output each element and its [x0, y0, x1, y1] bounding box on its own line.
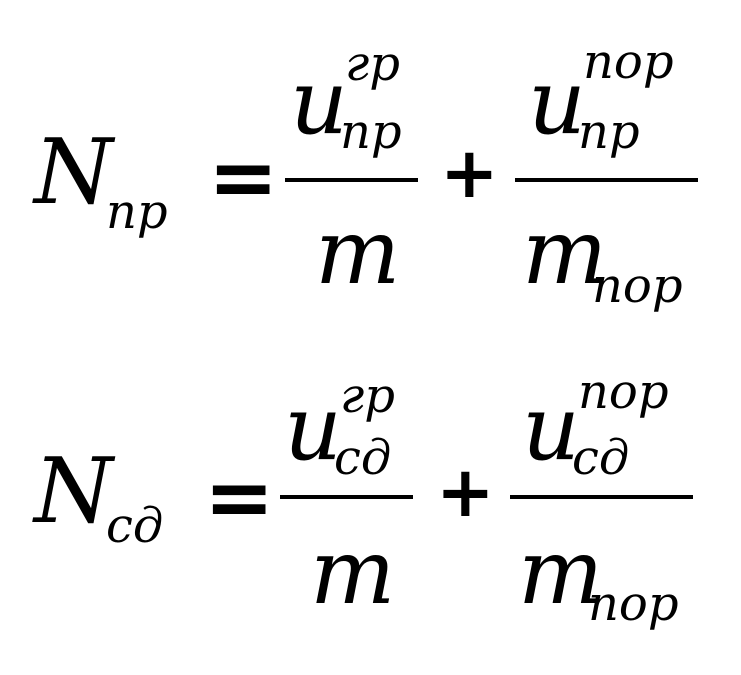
equals-sign: =: [204, 448, 275, 546]
lhs-subscript: пр: [106, 184, 168, 240]
lhs-subscript: сд: [106, 498, 164, 554]
term2-fraction-bar: [510, 495, 693, 499]
term1-numerator-superscript: гр: [345, 36, 400, 92]
term1-numerator-superscript: гр: [340, 368, 395, 424]
term2-denominator-base: m: [522, 200, 608, 305]
term2-numerator-base: u: [522, 376, 580, 481]
term2-numerator-superscript: пор: [583, 34, 674, 90]
lhs-base: N: [34, 120, 113, 225]
term2-denominator-base: m: [518, 520, 604, 625]
term2-denominator-subscript: пор: [592, 258, 683, 314]
term2-fraction-bar: [515, 178, 698, 182]
term2-numerator-base: u: [528, 50, 586, 155]
equals-sign: =: [208, 128, 279, 226]
term1-fraction-bar: [285, 178, 418, 182]
term1-denominator: m: [315, 200, 401, 305]
formula-n-sd: N сд = u гр сд m + u пор сд m пор: [0, 322, 741, 652]
term1-numerator-base: u: [290, 50, 348, 155]
term1-denominator: m: [310, 520, 396, 625]
term1-numerator-subscript: пр: [340, 104, 402, 160]
term2-numerator-subscript: сд: [572, 430, 630, 486]
lhs-base: N: [34, 439, 113, 544]
term1-numerator-subscript: сд: [334, 430, 392, 486]
plus-sign: +: [436, 451, 495, 533]
plus-sign: +: [440, 132, 499, 214]
term1-fraction-bar: [280, 495, 413, 499]
term2-numerator-superscript: пор: [578, 364, 669, 420]
term1-numerator-base: u: [284, 376, 342, 481]
formula-n-pr: N пр = u гр пр m + u пор пр m пор: [0, 0, 741, 330]
term2-numerator-subscript: пр: [578, 104, 640, 160]
term2-denominator-subscript: пор: [588, 576, 679, 632]
